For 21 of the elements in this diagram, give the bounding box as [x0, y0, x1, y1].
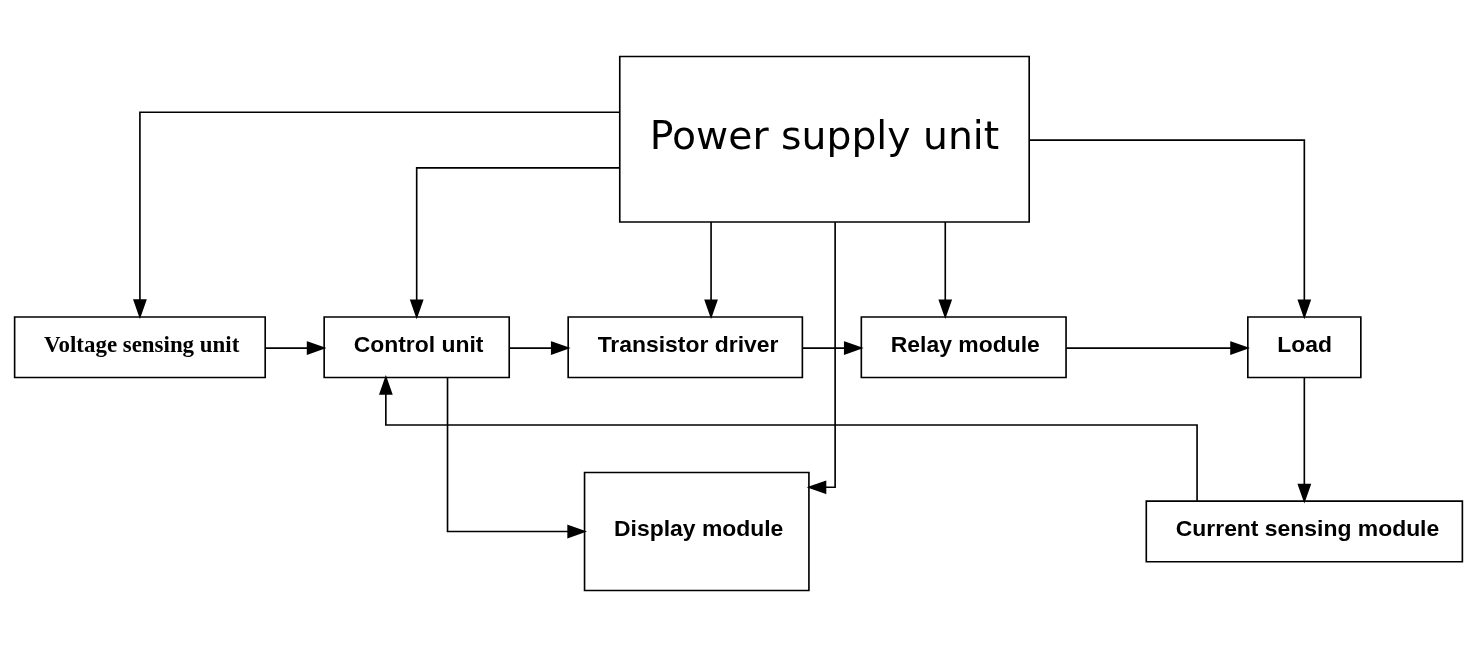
arrow [378, 375, 1198, 502]
arrow [133, 111, 621, 319]
arrow [509, 341, 571, 355]
node-box: Relay module [860, 316, 1067, 379]
arrow [1028, 139, 1312, 320]
arrow [938, 221, 953, 320]
arrow [446, 376, 587, 539]
node-box: Load [1247, 316, 1362, 379]
arrow [801, 341, 864, 355]
arrow [806, 221, 836, 495]
node-box: Control unit [323, 316, 511, 379]
node-box: Current sensing module [1145, 500, 1464, 563]
arrow [264, 341, 327, 355]
node-box: Voltage sensing unit [13, 316, 266, 379]
node-box: Transistor driver [567, 316, 804, 379]
node-box: Display module [583, 471, 810, 592]
arrow [409, 167, 621, 320]
arrow [1065, 341, 1250, 355]
node-box: Power supply unit [618, 55, 1030, 223]
arrow [704, 221, 718, 320]
arrow [1297, 376, 1312, 504]
